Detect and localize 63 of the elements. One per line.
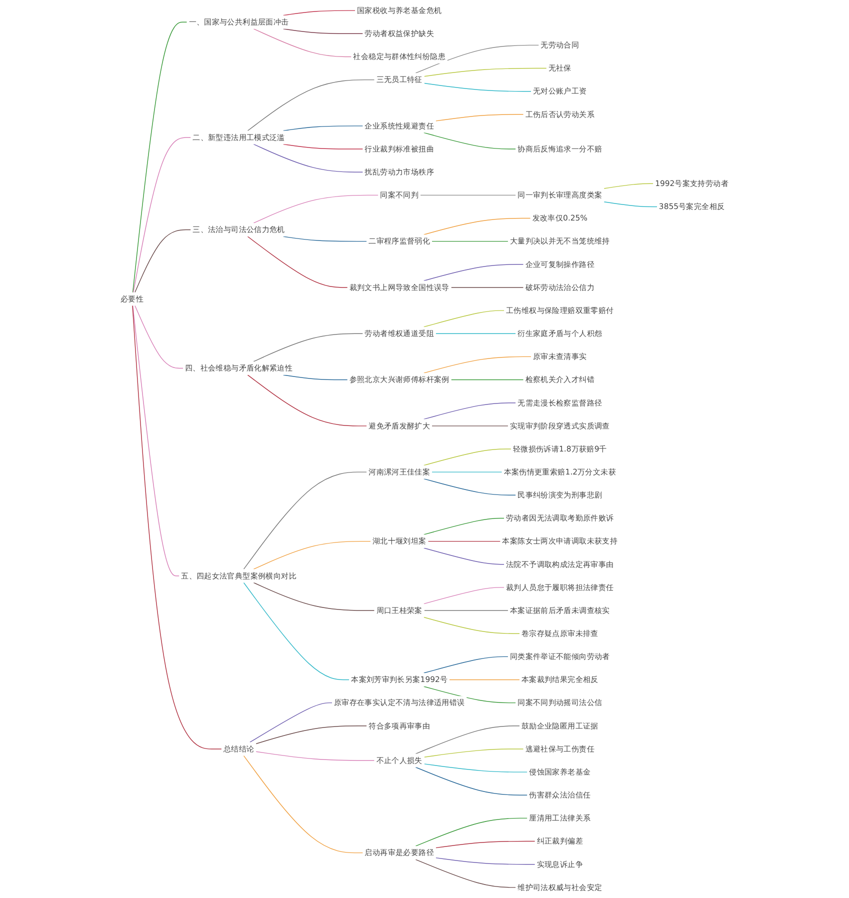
connector — [253, 194, 379, 224]
connector — [283, 144, 364, 150]
connector — [134, 229, 192, 293]
connector — [428, 540, 501, 542]
connector — [604, 201, 658, 208]
connector — [424, 587, 504, 604]
connector — [253, 540, 371, 570]
connector — [247, 374, 367, 426]
connector — [424, 548, 504, 565]
connector — [424, 68, 547, 77]
connector — [243, 472, 367, 570]
connector — [253, 582, 375, 611]
connector — [424, 616, 520, 634]
connector — [253, 28, 352, 58]
connector — [424, 478, 516, 496]
connector — [256, 751, 375, 761]
connector — [283, 126, 364, 132]
connector — [450, 287, 524, 288]
connector — [415, 859, 516, 888]
connector — [253, 144, 364, 172]
connector — [436, 840, 536, 848]
connector — [250, 702, 332, 743]
connector — [436, 114, 524, 122]
connector — [604, 183, 654, 189]
connector — [283, 10, 356, 16]
connector — [424, 610, 508, 611]
connector — [415, 766, 528, 796]
connector — [132, 305, 222, 750]
connector — [415, 818, 528, 846]
connector — [424, 686, 516, 704]
connector — [424, 310, 504, 328]
connector — [424, 218, 531, 235]
connector — [424, 764, 528, 772]
connector — [283, 236, 367, 242]
connector — [243, 582, 350, 680]
connector — [424, 356, 532, 374]
connector — [243, 755, 364, 854]
connector — [424, 82, 532, 92]
connector — [132, 22, 188, 293]
connector — [247, 79, 375, 132]
connector — [132, 305, 180, 576]
connector — [256, 726, 367, 744]
connector — [424, 402, 516, 420]
connector — [424, 518, 504, 535]
connector — [436, 333, 516, 334]
connector — [134, 305, 184, 369]
connector — [424, 656, 508, 674]
connector — [415, 44, 540, 74]
connector — [424, 132, 516, 150]
connector — [450, 379, 524, 380]
connector — [436, 857, 536, 865]
connector — [253, 333, 364, 362]
connector — [247, 236, 348, 288]
connector — [432, 240, 508, 242]
connector — [424, 748, 524, 758]
connector — [424, 448, 512, 466]
connector — [283, 28, 364, 34]
connector — [132, 137, 192, 293]
connector — [420, 194, 516, 196]
connector — [449, 679, 520, 680]
connector — [415, 726, 520, 754]
connector — [424, 264, 524, 282]
connector — [283, 374, 348, 380]
